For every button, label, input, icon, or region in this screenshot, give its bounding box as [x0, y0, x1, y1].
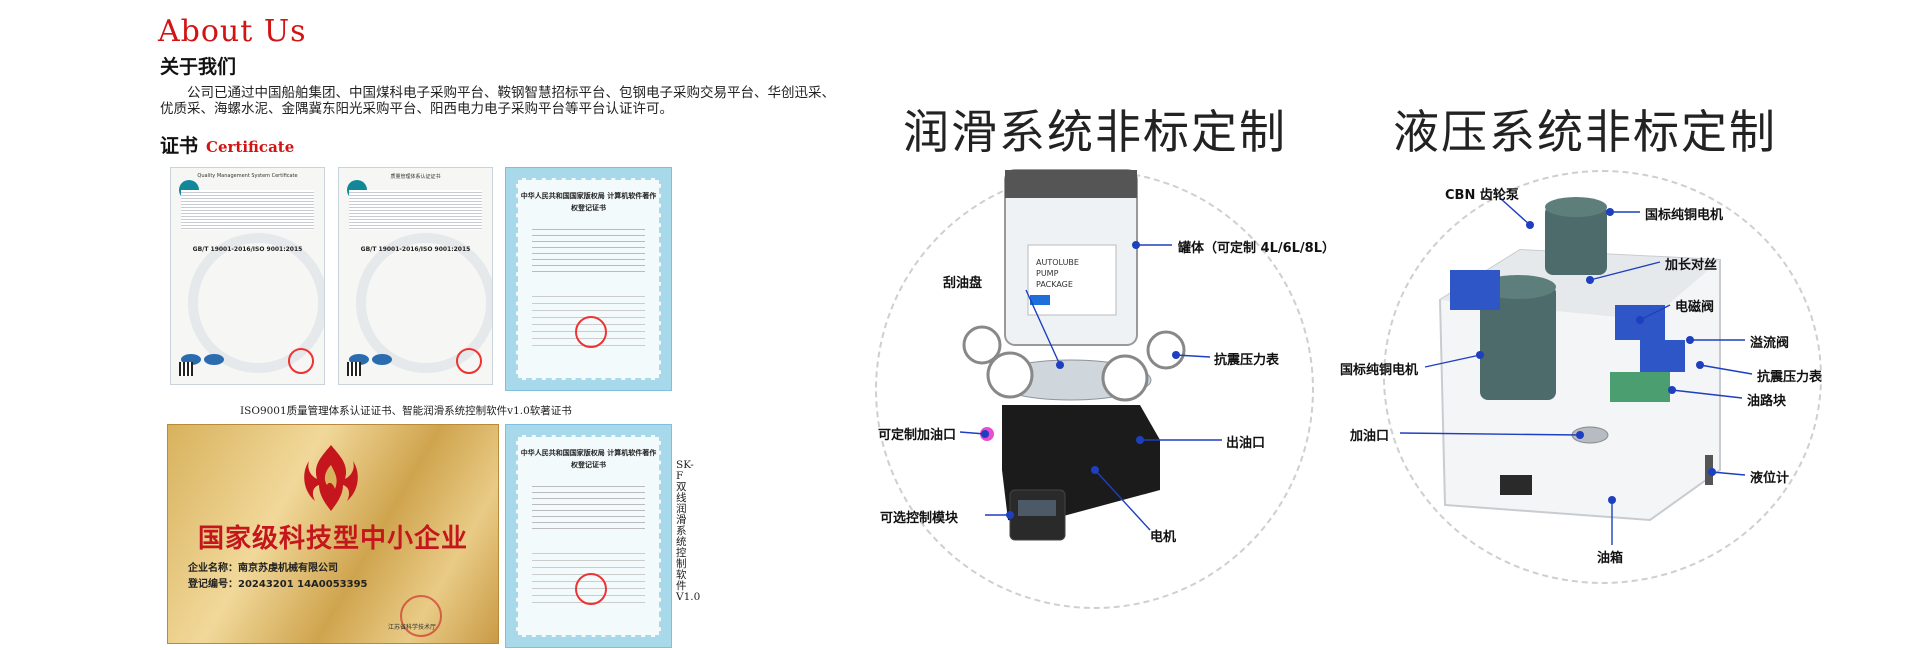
certificate-caption-row2: SK-F双线润滑系统控制软件V1.0	[676, 459, 701, 603]
gold-plaque-number: 登记编号：20243201 14A0053395	[188, 579, 368, 590]
label-motor: 电机	[1150, 530, 1177, 545]
label-control-module: 可选控制模块	[880, 511, 959, 526]
gold-plaque-title: 国家级科技型中小企业	[197, 524, 468, 554]
hydraulic-dashed-circle	[1383, 170, 1822, 584]
gold-plaque: 国家级科技型中小企业 企业名称：南京苏虔机械有限公司 登记编号：20243201…	[167, 424, 499, 644]
accreditation-logos	[181, 350, 251, 365]
tank-label-text: AUTOLUBE	[1036, 258, 1079, 267]
software-copyright-certificate-2: 中华人民共和国国家版权局 计算机软件著作权登记证书	[505, 424, 672, 648]
hydraulic-title: 液压系统非标定制	[1393, 105, 1777, 159]
copyright-body-text	[532, 481, 645, 531]
label-manifold: 油路块	[1747, 394, 1787, 409]
label-outlet: 出油口	[1226, 436, 1266, 451]
label-level-gauge: 液位计	[1750, 471, 1790, 486]
certificate-body-text	[349, 190, 482, 230]
copyright-body-text	[532, 224, 645, 274]
iso-certificate-en: Quality Management System Certificate GB…	[170, 167, 325, 385]
label-pressure-gauge: 抗震压力表	[1757, 370, 1823, 385]
qr-code-icon	[179, 362, 193, 376]
label-gear-pump: CBN 齿轮泵	[1445, 188, 1519, 203]
red-seal-icon	[574, 573, 607, 605]
label-copper-motor-top: 国标纯铜电机	[1645, 208, 1724, 223]
label-extended-thread: 加长对丝	[1665, 258, 1718, 273]
gold-plaque-issuer: 江苏省科学技术厅	[387, 624, 436, 631]
label-relief-valve: 溢流阀	[1750, 336, 1790, 351]
watermark-seal	[187, 233, 324, 374]
label-copper-motor-left: 国标纯铜电机	[1340, 363, 1419, 378]
label-tank: 罐体（可定制 4L/6L/8L）	[1178, 241, 1336, 256]
accreditation-logos	[349, 350, 419, 365]
certificate-caption-row1: ISO9001质量管理体系认证证书、智能润滑系统控制软件v1.0软著证书	[240, 405, 572, 417]
watermark-seal	[355, 233, 492, 374]
about-title-cn: 关于我们	[160, 56, 237, 78]
certificate-standard: GB/T 19001-2016/ISO 9001:2015	[360, 246, 471, 253]
certificate-heading-cn: 证书	[160, 135, 199, 157]
certificate-title: 质量管理体系认证证书	[390, 174, 441, 180]
about-paragraph: 公司已通过中国船舶集团、中国煤科电子采购平台、鞍钢智慧招标平台、包钢电子采购交易…	[160, 85, 835, 117]
copyright-title: 中华人民共和国国家版权局 计算机软件著作权登记证书	[520, 191, 657, 212]
tank-label-text: PUMP	[1036, 269, 1059, 278]
lubrication-title: 润滑系统非标定制	[903, 105, 1287, 159]
software-copyright-certificate-1: 中华人民共和国国家版权局 计算机软件著作权登记证书	[505, 167, 672, 391]
certificate-body-text	[181, 190, 314, 230]
tank-label-text: PACKAGE	[1036, 280, 1073, 289]
label-pressure-gauge: 抗震压力表	[1214, 353, 1280, 368]
flame-logo-icon	[304, 445, 358, 511]
about-title-en: About Us	[158, 14, 307, 49]
red-seal-icon	[400, 595, 442, 637]
label-fill-port: 加油口	[1350, 429, 1390, 444]
red-stamp-icon	[288, 348, 314, 374]
copyright-title: 中华人民共和国国家版权局 计算机软件著作权登记证书	[520, 448, 657, 469]
qr-code-icon	[347, 362, 361, 376]
iso-certificate-cn: 质量管理体系认证证书 GB/T 19001-2016/ISO 9001:2015	[338, 167, 493, 385]
certificate-standard: GB/T 19001-2016/ISO 9001:2015	[192, 246, 303, 253]
label-scraper: 刮油盘	[943, 276, 983, 291]
red-seal-icon	[574, 316, 607, 348]
label-fill-port: 可定制加油口	[878, 428, 957, 443]
certificate-title: Quality Management System Certificate	[197, 173, 298, 179]
gold-plaque-company: 企业名称：南京苏虔机械有限公司	[188, 563, 338, 574]
label-solenoid-valve: 电磁阀	[1675, 300, 1715, 315]
red-stamp-icon	[456, 348, 482, 374]
certificate-heading: 证书 Certificate	[160, 131, 294, 158]
label-oil-tank: 油箱	[1597, 551, 1624, 566]
certificate-heading-en: Certificate	[206, 138, 295, 156]
